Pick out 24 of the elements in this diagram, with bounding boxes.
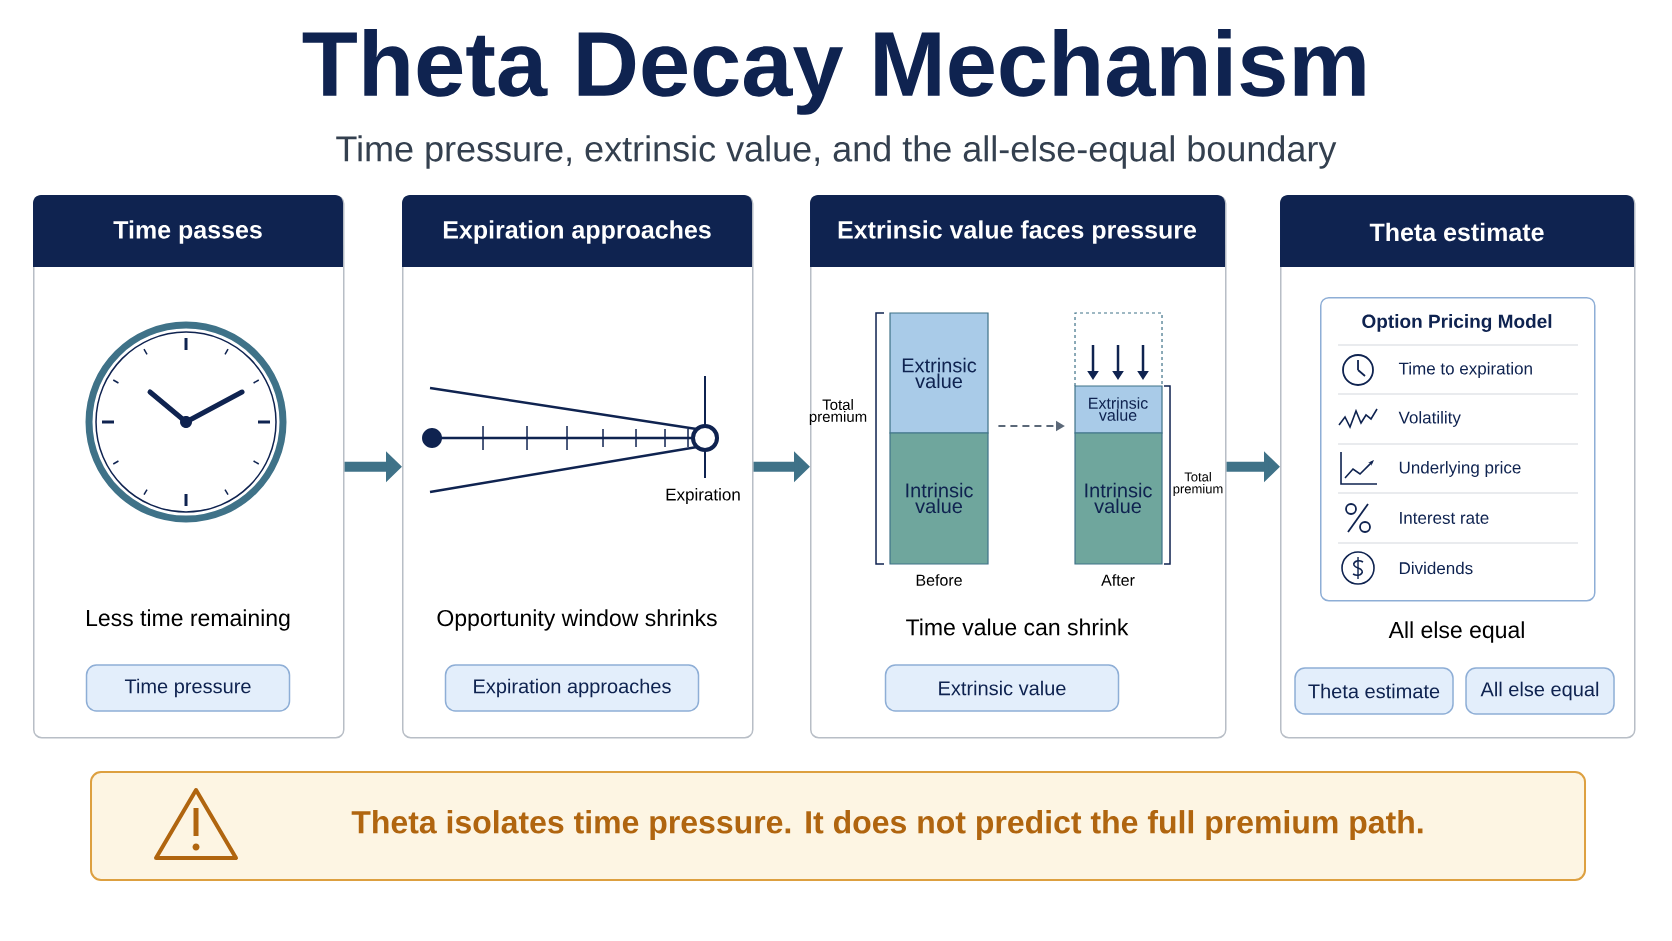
node-label: Extrinsic value	[902, 357, 977, 389]
axis-label: Total premium	[1173, 471, 1223, 497]
stacked-bar: Extrinsic value Intrinsic value	[1074, 385, 1163, 565]
node-label: Extrinsic value	[1089, 397, 1148, 421]
tag-button: Time pressure	[85, 664, 291, 712]
warning-banner: Theta isolates time pressure. It does not predict the full premium path.	[90, 771, 1586, 881]
model-card	[1320, 297, 1596, 602]
factor-label: Time to expiration	[1398, 362, 1532, 378]
bar-caption: Before	[916, 574, 962, 586]
axis-label: Total premium	[809, 399, 867, 425]
factor-label: Interest rate	[1400, 512, 1489, 524]
axis-label: Expiration	[666, 488, 740, 504]
tag-button: Extrinsic value	[884, 664, 1120, 712]
factor-label: Volatility	[1398, 411, 1461, 427]
card-title: Option Pricing Model	[1362, 314, 1552, 332]
factor-label: Dividends	[1399, 561, 1473, 575]
tag-button: All else equal	[1465, 667, 1615, 715]
bar-caption: After	[1101, 574, 1135, 586]
tag-button: Expiration approaches	[444, 664, 700, 712]
factor-label: Underlying price	[1399, 461, 1521, 477]
subtitle: Time pressure, extrinsic value, and the all-else-equal boundary	[336, 135, 1337, 169]
title: Theta Decay Mechanism	[302, 29, 1365, 115]
tag-button: Theta estimate	[1294, 667, 1454, 715]
stacked-bar: Extrinsic value Intrinsic value	[889, 312, 989, 565]
